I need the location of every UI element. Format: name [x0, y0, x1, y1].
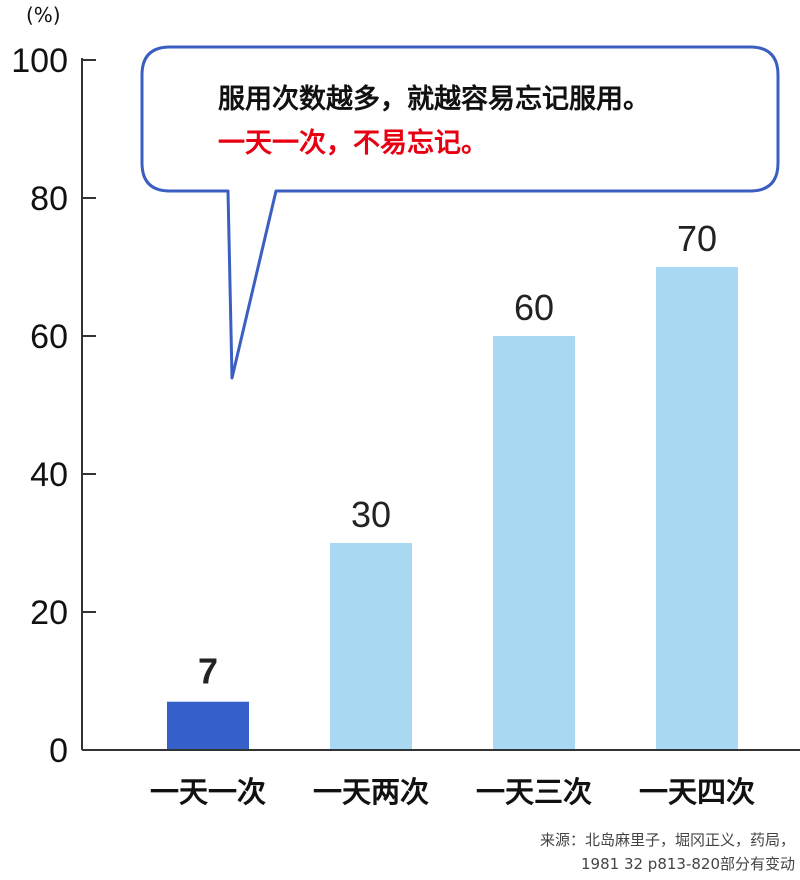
- bar-4: [656, 267, 738, 750]
- category-labels: 一天一次 一天两次 一天三次 一天四次: [150, 775, 755, 809]
- callout-line-2: 一天一次，不易忘记。: [218, 127, 488, 159]
- y-tick-label: 80: [30, 180, 68, 218]
- source-line-1: 来源：北岛麻里子，堀冈正义，药局，: [540, 831, 795, 849]
- bar-1: [167, 701, 249, 750]
- y-axis-unit-label: (%): [26, 3, 61, 27]
- y-tick-label: 0: [49, 732, 68, 770]
- y-tick-label: 100: [11, 42, 68, 80]
- data-labels: 7 30 60 70: [198, 218, 717, 692]
- y-tick-label: 20: [30, 594, 68, 632]
- bars: [167, 267, 738, 750]
- callout-line-1: 服用次数越多，就越容易忘记服用。: [218, 83, 650, 115]
- bar-3: [493, 336, 575, 750]
- category-label-2: 一天两次: [313, 775, 429, 809]
- data-label-2: 30: [351, 494, 391, 535]
- y-tick-label: 60: [30, 318, 68, 356]
- source-line-2: 1981 32 p813-820部分有变动: [581, 855, 795, 873]
- y-tick-label: 40: [30, 456, 68, 494]
- y-axis-ticks: 0 20 40 60 80 100: [11, 42, 96, 770]
- category-label-4: 一天四次: [639, 775, 755, 809]
- data-label-1: 7: [198, 651, 218, 692]
- data-label-3: 60: [514, 287, 554, 328]
- data-label-4: 70: [677, 218, 717, 259]
- category-label-1: 一天一次: [150, 775, 266, 809]
- speech-bubble: 服用次数越多，就越容易忘记服用。 一天一次，不易忘记。: [140, 45, 780, 380]
- bar-2: [330, 543, 412, 750]
- category-label-3: 一天三次: [476, 775, 592, 809]
- speech-bubble-shape: [140, 45, 780, 380]
